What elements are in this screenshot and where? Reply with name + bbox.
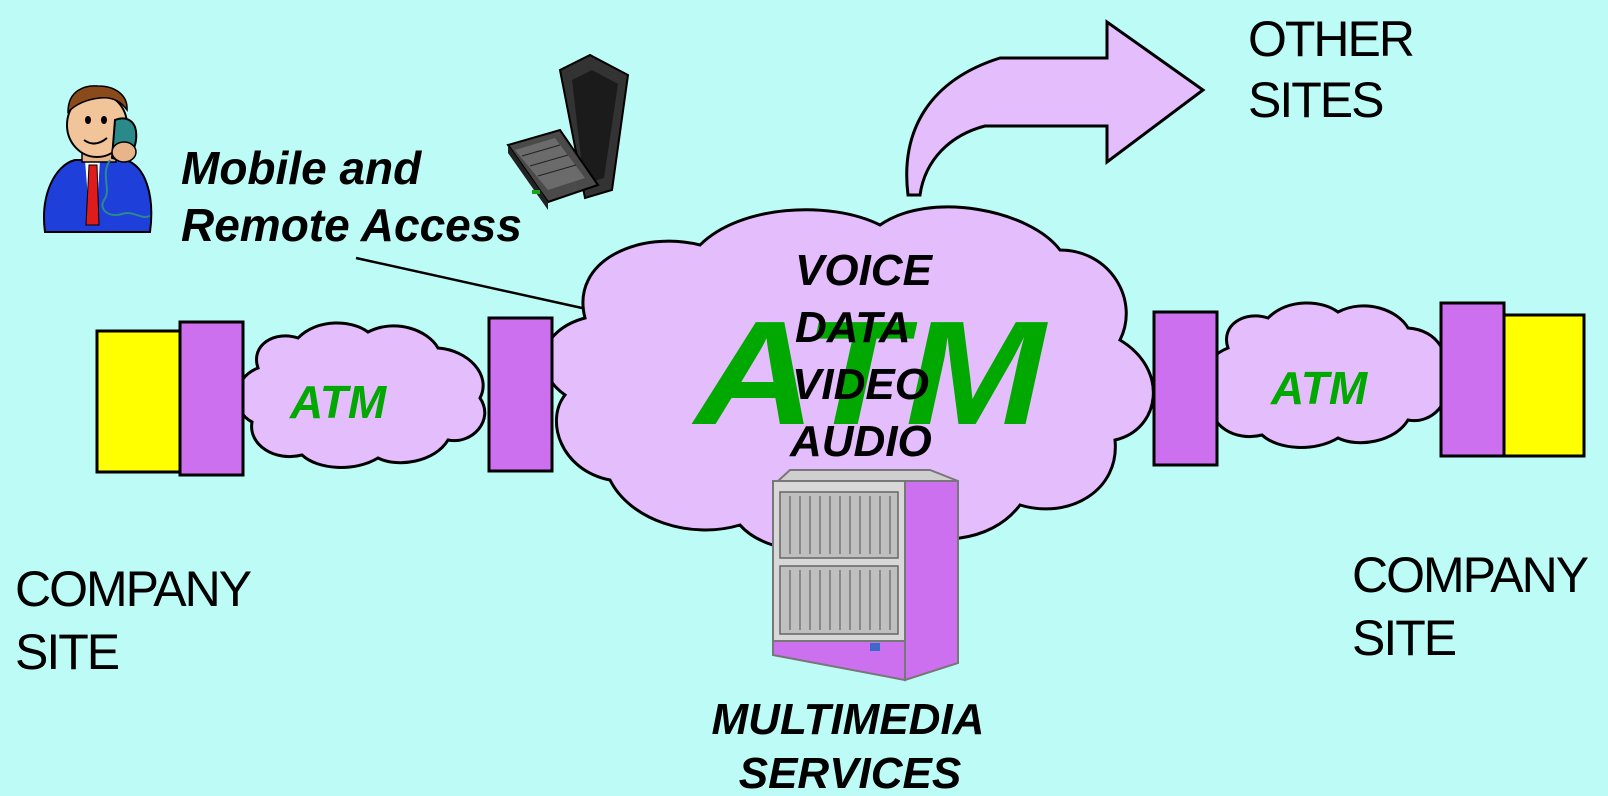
person-on-phone-icon bbox=[43, 85, 153, 233]
laptop-icon bbox=[506, 53, 630, 210]
other-sites-arrow bbox=[905, 19, 1206, 197]
main-atm-cloud bbox=[542, 205, 1155, 554]
atm-main-label: ATM bbox=[690, 291, 1048, 456]
atm-left-label: ATM bbox=[289, 376, 388, 428]
other-sites-label-line1: OTHER bbox=[1248, 11, 1413, 67]
service-audio-label: AUDIO bbox=[789, 417, 932, 466]
company-site-right-line2: SITE bbox=[1352, 610, 1456, 666]
service-video-label: VIDEO bbox=[792, 360, 929, 409]
company-site-left-line1: COMPANY bbox=[15, 561, 252, 617]
company-site-right-line1: COMPANY bbox=[1352, 547, 1589, 603]
service-data-label: DATA bbox=[795, 303, 911, 352]
left-site-purple-block bbox=[178, 320, 245, 477]
multimedia-server-icon bbox=[772, 469, 959, 682]
other-sites-label-line2: SITES bbox=[1248, 72, 1383, 128]
right-atm-cloud bbox=[1199, 301, 1448, 449]
left-interface-block bbox=[487, 316, 554, 473]
right-site-purple-block bbox=[1439, 301, 1506, 458]
service-voice-label: VOICE bbox=[795, 246, 934, 295]
left-site-yellow-block bbox=[95, 329, 182, 474]
multimedia-services-line2: SERVICES bbox=[739, 749, 962, 796]
mobile-access-label-line1: Mobile and bbox=[181, 142, 422, 194]
left-atm-cloud bbox=[235, 321, 487, 469]
right-interface-block bbox=[1152, 310, 1219, 467]
atm-right-label: ATM bbox=[1270, 362, 1369, 414]
right-site-yellow-block bbox=[1502, 313, 1586, 458]
mobile-access-label-line2: Remote Access bbox=[181, 199, 522, 251]
mobile-access-leader-line bbox=[355, 256, 583, 310]
company-site-left-line2: SITE bbox=[15, 624, 119, 680]
multimedia-services-line1: MULTIMEDIA bbox=[712, 695, 985, 744]
